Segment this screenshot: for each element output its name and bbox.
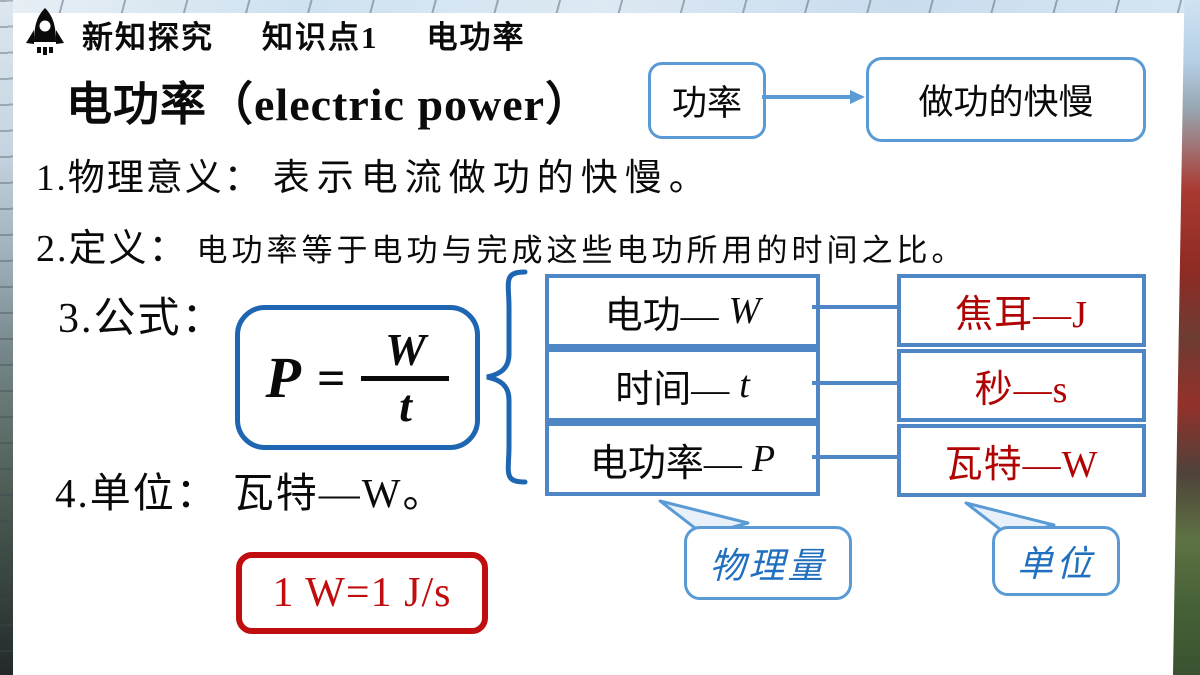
background-photo-right bbox=[1173, 0, 1200, 675]
callout-unit: 单位 bbox=[992, 526, 1120, 596]
point-2-text: 电功率等于电功与完成这些电功所用的时间之比。 bbox=[196, 233, 967, 268]
quantity-box-power: 电功率— P bbox=[545, 422, 820, 496]
quantity-symbol: W bbox=[728, 290, 761, 332]
concept-source-box: 功率 bbox=[648, 62, 766, 139]
quantity-label: 电功率— bbox=[589, 442, 742, 485]
unit-note-box: 1 W=1 J/s bbox=[236, 552, 488, 634]
header-topic: 电功率 bbox=[426, 20, 526, 55]
point-1: 1.物理意义： 表示电流做功的快慢。 bbox=[36, 147, 713, 201]
formula-fraction: W t bbox=[361, 323, 450, 431]
quantity-label: 电功— bbox=[604, 294, 719, 337]
arrow-icon bbox=[762, 88, 866, 111]
point-1-text: 表示电流做功的快慢。 bbox=[272, 158, 713, 199]
rocket-icon bbox=[24, 7, 66, 57]
connector-line bbox=[812, 455, 897, 459]
formula-lhs: P bbox=[265, 345, 301, 410]
fraction-bar bbox=[361, 375, 450, 381]
unit-box-second: 秒—s bbox=[897, 349, 1146, 422]
connector-line bbox=[812, 381, 897, 385]
background-photo-left bbox=[0, 0, 13, 675]
quantity-box-work: 电功— W bbox=[545, 274, 820, 348]
unit-box-watt: 瓦特—W bbox=[897, 424, 1146, 497]
page-title: 电功率（electric power） bbox=[66, 79, 593, 130]
point-3-label: 3.公式： bbox=[58, 296, 226, 342]
header-knowledge-point: 知识点1 bbox=[262, 20, 379, 55]
quantity-label: 时间— bbox=[615, 368, 730, 411]
header: 新知探究 知识点1 电功率 bbox=[82, 12, 526, 57]
point-2: 2.定义： 电功率等于电功与完成这些电功所用的时间之比。 bbox=[36, 217, 967, 272]
formula-box: P = W t bbox=[235, 305, 480, 450]
point-1-label: 1.物理意义： bbox=[36, 158, 263, 199]
quantity-symbol: P bbox=[751, 438, 776, 480]
formula-numerator: W bbox=[385, 323, 426, 375]
background-photo-top bbox=[0, 0, 1200, 13]
connector-line bbox=[812, 305, 897, 309]
formula-denominator: t bbox=[399, 379, 412, 431]
quantity-box-time: 时间— t bbox=[545, 348, 820, 422]
point-4-label: 4.单位： bbox=[55, 470, 219, 516]
point-4: 4.单位： 瓦特—W。 bbox=[55, 459, 445, 519]
quantity-symbol: t bbox=[739, 364, 750, 406]
formula-equals: = bbox=[316, 349, 346, 406]
point-4-text: 瓦特—W。 bbox=[232, 470, 446, 516]
brace-icon bbox=[479, 268, 533, 491]
unit-box-joule: 焦耳—J bbox=[897, 274, 1146, 347]
header-badge: 新知探究 bbox=[82, 20, 214, 55]
point-2-label: 2.定义： bbox=[36, 228, 189, 270]
concept-target-box: 做功的快慢 bbox=[866, 57, 1146, 142]
callout-physical-quantity: 物理量 bbox=[684, 526, 852, 600]
